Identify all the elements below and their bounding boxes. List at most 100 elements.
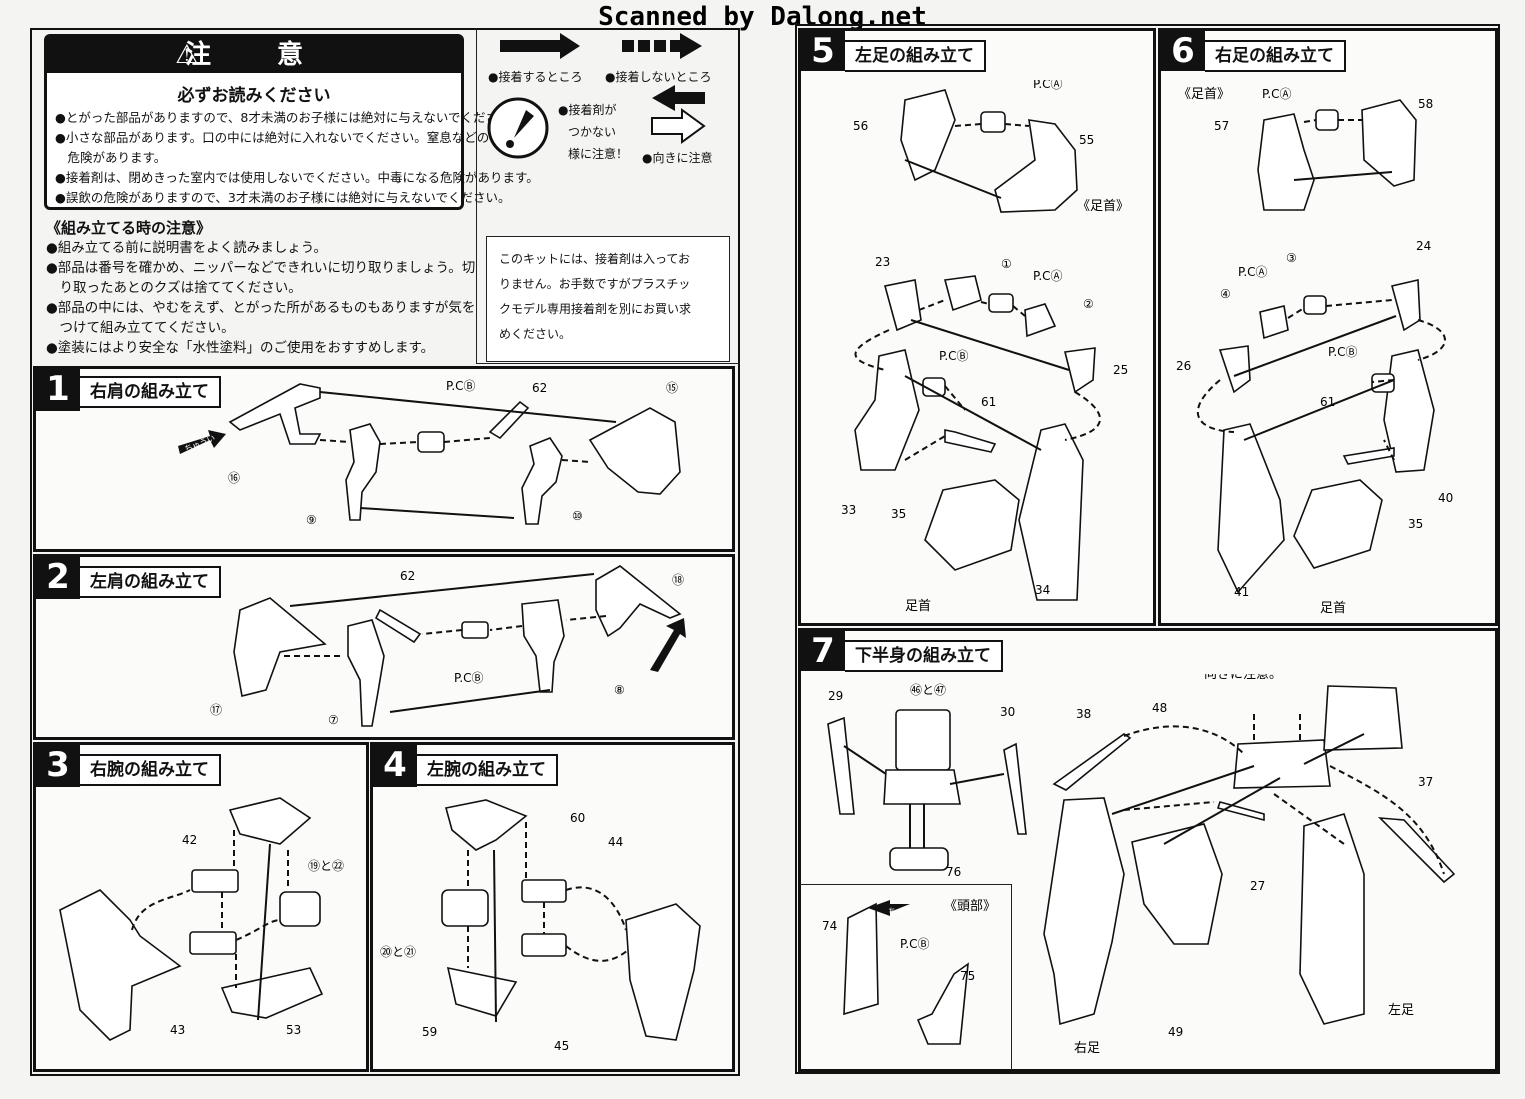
diagram-shape — [654, 40, 666, 52]
part-number: ㊻と㊼ — [910, 683, 946, 697]
diagram-shape — [488, 400, 530, 440]
diagram-shape — [59, 797, 324, 1041]
diagram-shape — [843, 745, 887, 775]
diagram-shape — [1371, 373, 1395, 393]
diagram-shape — [994, 119, 1078, 213]
diagram-shape — [1196, 119, 1446, 461]
diagram-shape — [670, 33, 702, 59]
diagram-shape — [889, 847, 949, 871]
diagram-shape — [1377, 817, 1456, 884]
part-number: 40 — [1438, 491, 1453, 505]
step-7-title: 下半身の組み立て — [845, 640, 1003, 672]
scan-credit: Scanned by Dalong.net — [598, 2, 927, 32]
diagram-shape — [1004, 123, 1030, 127]
step-4-diagram: 60 44 59 45 ⑳と㉑ — [380, 799, 701, 1053]
part-number: 37 — [1418, 775, 1433, 789]
diagram-shape — [441, 889, 489, 927]
caution-line: ●とがった部品がありますので、8才未満のお子様には絶対に与えないでください。 — [55, 110, 523, 125]
caution-title: ⚠ 注 意 — [47, 37, 461, 73]
part-number: 24 — [1416, 239, 1431, 253]
diagram-shape — [895, 709, 951, 771]
part-number: 59 — [422, 1025, 437, 1039]
diagram-shape — [1391, 279, 1421, 332]
part-number: ⑳と㉑ — [380, 945, 416, 959]
diagram-shape — [220, 967, 324, 1019]
pc-b-label: P.CⒷ — [900, 937, 930, 951]
diagram-shape — [916, 962, 969, 1045]
diagram-shape — [279, 891, 321, 927]
diagram-shape — [1303, 733, 1365, 765]
diagram-shape — [1064, 391, 1101, 441]
step-5-title: 左足の組み立て — [845, 40, 986, 72]
chuui-arrow-icon — [868, 900, 910, 916]
assembly-note: り取ったあとのクズは捨ててください。 — [46, 280, 302, 296]
diagram-shape — [319, 391, 617, 423]
diagram-shape — [191, 869, 239, 893]
diagram-shape — [904, 159, 1002, 199]
assembly-note: ●塗装にはより安全な「水性塗料」のご使用をおすすめします。 — [46, 340, 435, 356]
diagram-shape — [854, 123, 1101, 461]
diagram-shape — [1299, 813, 1365, 1025]
diagram-shape — [289, 573, 595, 607]
chuui-label: ちゅうい — [183, 434, 216, 454]
dashed-arrow-icon — [622, 33, 702, 59]
step-4-number: 4 — [373, 745, 417, 787]
step-1-title: 右肩の組み立て — [80, 376, 221, 408]
glue-note: このキットには、接着剤は入ってお りません。お手数ですがプラスチッ クモデル専用… — [486, 236, 730, 362]
ankle-label: 足首 — [1320, 601, 1346, 616]
diagram-shape — [461, 621, 489, 639]
diagram-shape — [389, 689, 551, 713]
diagram-shape — [595, 565, 682, 638]
part-number: ⑩ — [572, 509, 583, 523]
part-number: 60 — [570, 811, 585, 825]
diagram-shape — [282, 573, 607, 713]
part-number: 43 — [170, 1023, 185, 1037]
diagram-shape — [1303, 295, 1327, 315]
step-7-number: 7 — [801, 631, 845, 671]
diagram-shape — [625, 903, 701, 1041]
step-4-title: 左腕の組み立て — [417, 754, 558, 786]
part-number: 33 — [841, 503, 856, 517]
diagram-shape — [441, 799, 701, 1041]
diagram-shape — [1293, 479, 1383, 569]
diagram-shape — [1315, 109, 1339, 131]
right-leg-label: 右足 — [1074, 1041, 1100, 1056]
diagram-shape — [944, 385, 966, 411]
diagram-shape — [235, 919, 281, 941]
diagram-shape — [1024, 303, 1057, 338]
diagram-shape — [843, 714, 1445, 875]
part-number: 25 — [1113, 363, 1128, 377]
part-number: ② — [1083, 297, 1094, 311]
diagram-shape — [1273, 793, 1345, 845]
ankle-label: 足首 — [905, 599, 931, 614]
diagram-shape — [1417, 319, 1446, 361]
step-3-diagram: 54 42 43 53 ⑲と㉒ — [59, 790, 344, 1041]
step-1-diagram: ちゅうい P.CⒷ ⑯ ⑨ ⑩ ⑮ 62 — [178, 379, 681, 527]
diagram-shape — [954, 123, 982, 127]
diagram-shape — [493, 849, 497, 1023]
step-2-title: 左肩の組み立て — [80, 566, 221, 598]
glue-caution-icon — [487, 97, 549, 159]
diagram-shape — [319, 439, 351, 443]
diagram-shape — [1383, 439, 1395, 461]
part-number: 61 — [1320, 395, 1335, 409]
diagram-shape — [374, 608, 422, 644]
diagram-shape — [1325, 299, 1393, 307]
diagram-shape — [565, 886, 627, 931]
diagram-shape — [918, 299, 946, 311]
diagram-shape — [1216, 801, 1265, 822]
diagram-shape — [827, 685, 1456, 1045]
diagram-shape — [228, 797, 312, 845]
glue-note-line: めください。 — [499, 327, 572, 341]
diagram-shape — [1329, 765, 1445, 875]
part-number: 27 — [1250, 879, 1265, 893]
diagram-shape — [379, 441, 419, 445]
part-number: ⑦ — [328, 713, 339, 727]
legend-caution-glue-3: 様に注意！ — [568, 147, 629, 161]
diagram-shape — [59, 889, 182, 1041]
diagram-shape — [347, 619, 385, 727]
diagram-shape — [514, 110, 534, 138]
diagram-shape — [944, 429, 997, 453]
diagram-shape — [1111, 765, 1255, 815]
diagram-shape — [1293, 171, 1393, 181]
